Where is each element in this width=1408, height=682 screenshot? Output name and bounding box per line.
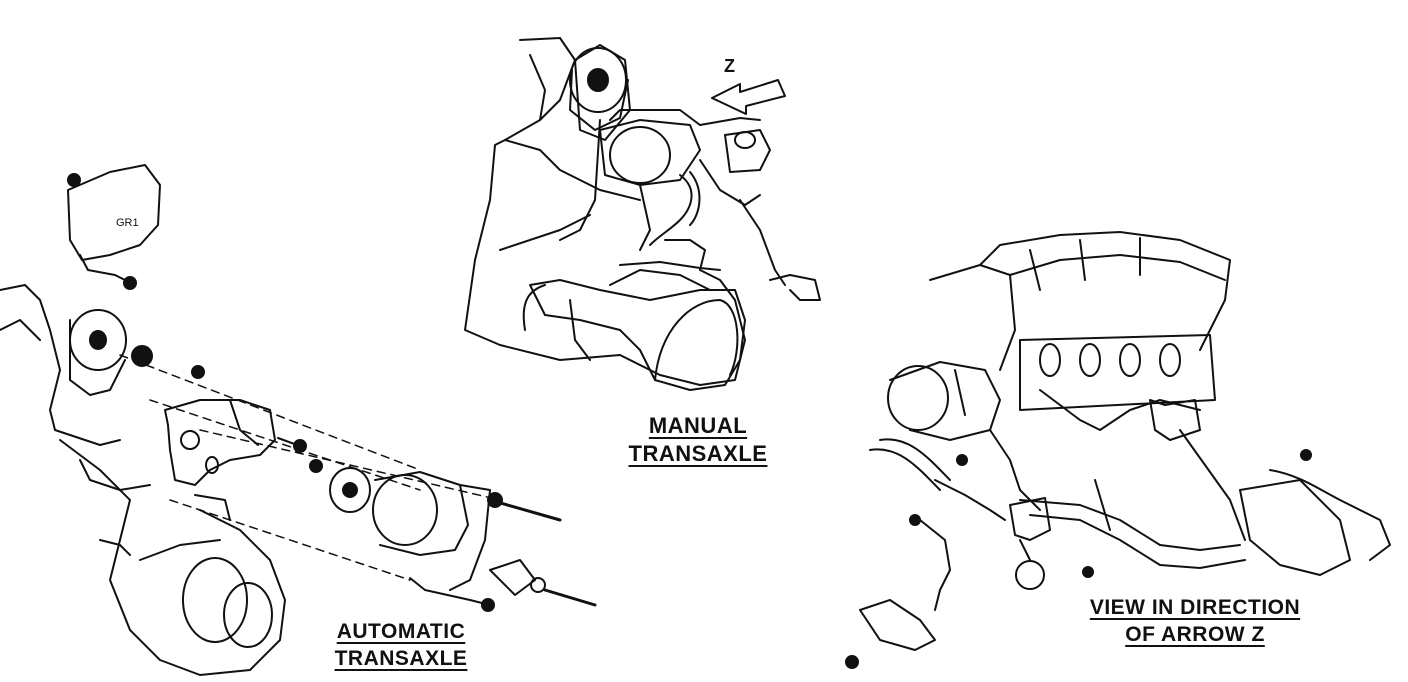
caption-line: OF ARROW Z xyxy=(1125,623,1265,646)
caption-line: MANUAL xyxy=(648,413,748,438)
view-z-drawing xyxy=(845,231,1391,669)
caption-line: TRANSAXLE xyxy=(628,441,768,466)
manual-transaxle-drawing xyxy=(464,37,821,391)
caption-line: TRANSAXLE xyxy=(334,647,468,670)
automatic-transaxle-caption: AUTOMATIC TRANSAXLE xyxy=(326,621,476,675)
caption-line: AUTOMATIC xyxy=(336,620,466,643)
automatic-transaxle-drawing xyxy=(0,164,597,676)
cover-label: GR1 xyxy=(116,217,139,229)
arrow-z-label: Z xyxy=(724,56,735,76)
view-z-caption: VIEW IN DIRECTION OF ARROW Z xyxy=(1080,597,1310,651)
manual-transaxle-caption: MANUAL TRANSAXLE xyxy=(628,415,768,471)
caption-line: VIEW IN DIRECTION xyxy=(1089,596,1301,619)
